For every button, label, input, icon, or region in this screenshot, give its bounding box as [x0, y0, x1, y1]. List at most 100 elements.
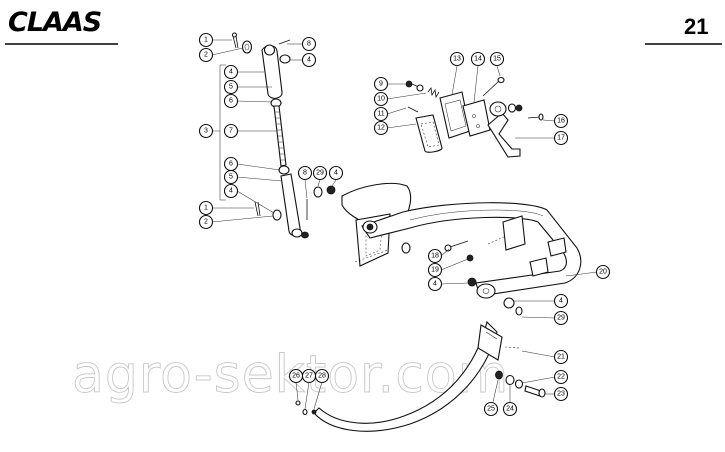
callout-1-top: 1 — [198, 32, 214, 48]
spring — [427, 86, 440, 99]
header: CLAAS 21 — [5, 7, 722, 45]
nut-frame — [467, 277, 477, 287]
callout-8-lower: 8 — [297, 165, 313, 181]
washer-top — [241, 40, 253, 54]
callout-13: 13 — [449, 51, 465, 67]
callout-4-top-right: 4 — [301, 52, 317, 68]
nut-16 — [515, 104, 523, 112]
washer-29-upper — [313, 186, 323, 198]
brand-logo: CLAAS — [8, 7, 101, 38]
svg-text:5: 5 — [229, 84, 233, 91]
washer-29-lower — [515, 306, 523, 316]
svg-text:18: 18 — [431, 253, 439, 260]
svg-text:14: 14 — [474, 56, 482, 63]
callout-4-right: 4 — [553, 293, 569, 309]
callout-9: 9 — [373, 76, 389, 92]
svg-text:27: 27 — [305, 373, 313, 380]
callout-4-frame: 4 — [427, 276, 443, 292]
svg-text:4: 4 — [559, 298, 563, 305]
svg-text:4: 4 — [229, 188, 233, 195]
rivet-26 — [295, 400, 301, 406]
leader-lines — [211, 39, 598, 410]
pedal-assembly — [405, 76, 544, 158]
callout-20: 20 — [595, 264, 611, 280]
svg-text:23: 23 — [557, 391, 565, 398]
callout-6-lower: 6 — [223, 156, 239, 172]
svg-text:4: 4 — [433, 281, 437, 288]
frame-mount-block-lower — [529, 257, 549, 277]
callout-25: 25 — [483, 401, 499, 417]
frame-eye — [476, 283, 496, 299]
frame-mount-block — [502, 215, 526, 251]
frame-assembly — [341, 182, 582, 316]
svg-text:21: 21 — [557, 354, 565, 361]
nut-clevis — [301, 231, 309, 239]
svg-text:25: 25 — [487, 406, 495, 413]
callout-3: 3 — [198, 123, 214, 139]
callout-26: 26 — [288, 368, 304, 384]
screw — [407, 106, 419, 113]
svg-text:5: 5 — [229, 174, 233, 181]
washer-16 — [507, 103, 517, 113]
callout-29-upper: 29 — [312, 165, 328, 181]
callout-24: 24 — [502, 401, 518, 417]
svg-text:1: 1 — [204, 205, 208, 212]
bar-end-plate — [477, 324, 503, 361]
callout-16: 16 — [553, 113, 569, 129]
callouts: 1 2 8 4 4 5 6 3 7 6 5 4 1 2 8 29 4 9 10 … — [198, 32, 611, 417]
callout-18: 18 — [427, 248, 443, 264]
svg-text:9: 9 — [379, 81, 383, 88]
washer-frame — [401, 242, 411, 254]
svg-text:3: 3 — [204, 128, 208, 135]
callout-8-top: 8 — [301, 36, 317, 52]
washer-eye — [503, 297, 515, 309]
bolt-9 — [405, 80, 424, 92]
nut-28 — [311, 409, 317, 415]
svg-text:2: 2 — [204, 52, 208, 59]
svg-text:8: 8 — [307, 41, 311, 48]
svg-text:17: 17 — [557, 135, 565, 142]
callout-28: 28 — [314, 368, 330, 384]
adjust-nut-lower — [278, 165, 290, 175]
split-pin-top — [231, 32, 239, 49]
washer-24 — [505, 374, 515, 386]
svg-text:15: 15 — [493, 56, 501, 63]
callout-2-top: 2 — [198, 47, 214, 63]
svg-text:13: 13 — [453, 56, 461, 63]
clevis-end — [291, 228, 303, 238]
lever-boss — [489, 101, 507, 117]
svg-text:4: 4 — [307, 57, 311, 64]
callout-21: 21 — [553, 349, 569, 365]
callout-4-lower: 4 — [223, 183, 239, 199]
linkage-assembly — [231, 32, 336, 239]
callout-29-lower: 29 — [553, 310, 569, 326]
curved-bar-assembly — [295, 320, 546, 432]
svg-text:12: 12 — [377, 125, 385, 132]
svg-text:4: 4 — [229, 69, 233, 76]
callout-19: 19 — [427, 262, 443, 278]
nut-25 — [495, 370, 503, 380]
svg-text:22: 22 — [557, 374, 565, 381]
svg-text:29: 29 — [316, 170, 324, 177]
callout-4-upper: 4 — [223, 64, 239, 80]
svg-text:16: 16 — [557, 118, 565, 125]
bolt-16 — [527, 116, 541, 119]
callout-4-mid: 4 — [328, 165, 344, 181]
callout-5-upper: 5 — [223, 79, 239, 95]
pedal-lever — [487, 112, 521, 158]
pedal-pad — [415, 114, 443, 153]
callout-12: 12 — [373, 120, 389, 136]
callout-11: 11 — [373, 106, 389, 122]
callout-6-upper: 6 — [223, 93, 239, 109]
svg-text:1: 1 — [204, 37, 208, 44]
svg-text:6: 6 — [229, 161, 233, 168]
nut-4-upper — [326, 185, 336, 195]
callout-2-lower: 2 — [198, 214, 214, 230]
svg-text:26: 26 — [292, 373, 300, 380]
frame-mount-block-right — [547, 237, 567, 257]
lower-link-arm — [280, 173, 301, 236]
callout-15: 15 — [489, 51, 505, 67]
callout-10: 10 — [373, 91, 389, 107]
callout-17: 17 — [553, 130, 569, 146]
